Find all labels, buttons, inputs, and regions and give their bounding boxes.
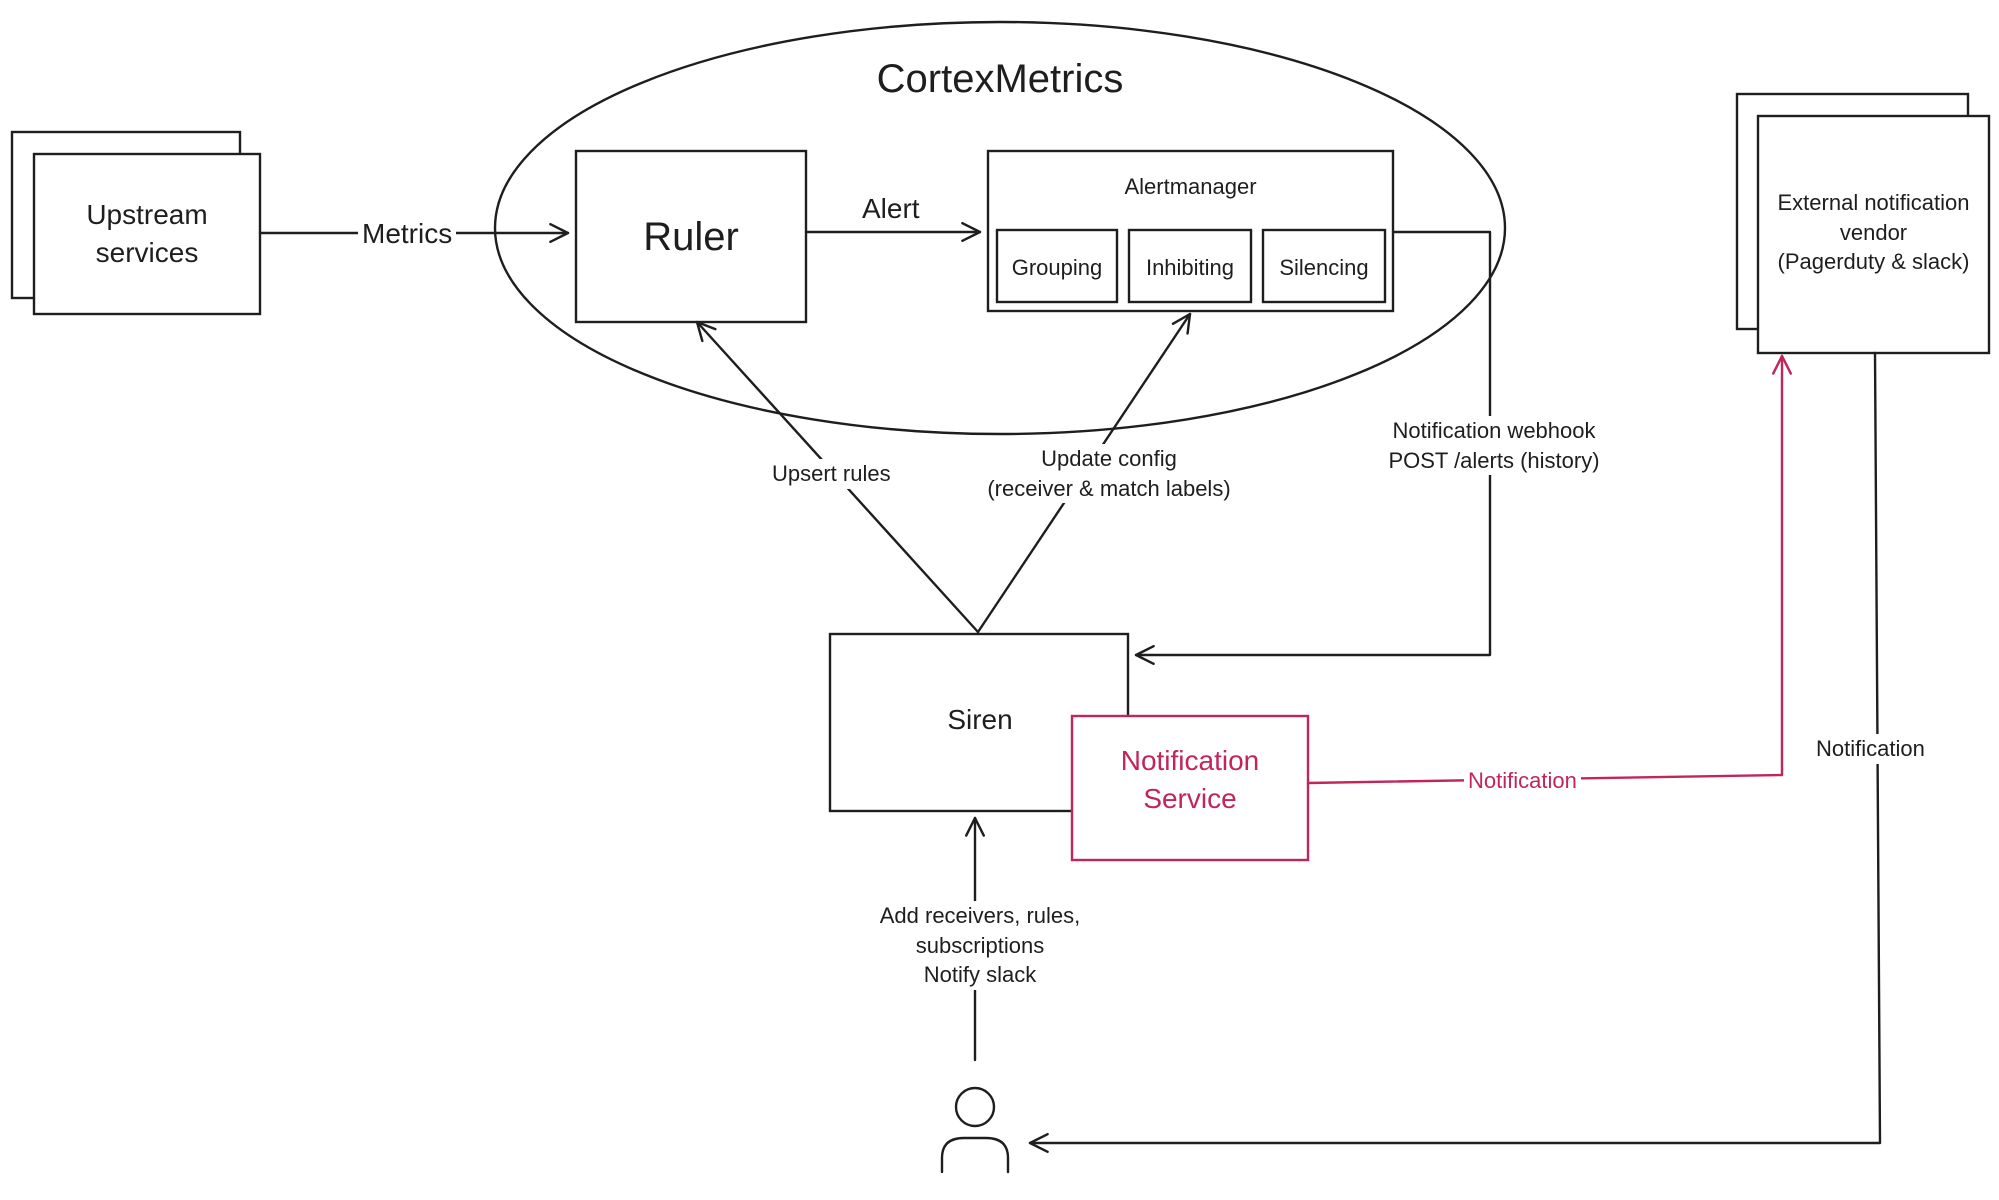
ruler-node[interactable] xyxy=(574,149,808,324)
silencing-box[interactable] xyxy=(1261,228,1387,304)
siren-label: Siren xyxy=(947,704,1013,735)
diagram-title: CortexMetrics xyxy=(876,57,1124,101)
grouping-box[interactable] xyxy=(995,228,1119,304)
alertmanager-label: Alertmanager xyxy=(1124,174,1257,199)
edge-notification-user-label: Notification xyxy=(1812,734,1929,764)
edge-notification-pink-label: Notification xyxy=(1464,766,1581,796)
edge-upsert-rules-label: Upsert rules xyxy=(768,459,895,489)
upstream-services-label: Upstream services xyxy=(86,199,208,268)
edge-user-actions-label: Add receivers, rules, subscriptions Noti… xyxy=(858,901,1102,991)
inhibiting-label: Inhibiting xyxy=(1145,255,1235,280)
cortexmetrics-boundary xyxy=(493,20,1507,436)
external-vendor-label: External notification vendor (Pagerduty … xyxy=(1777,190,1970,275)
edge-webhook-label: Notification webhook POST /alerts (histo… xyxy=(1368,416,1620,476)
external-vendor-node[interactable] xyxy=(1735,92,1991,355)
ruler-label: Ruler xyxy=(643,215,739,259)
notification-service-label: Notification Service xyxy=(1120,745,1260,814)
grouping-label: Grouping xyxy=(1011,255,1103,280)
user-icon[interactable] xyxy=(940,1086,1010,1174)
edge-alert-label: Alert xyxy=(858,190,924,228)
notification-service-node[interactable] xyxy=(1070,714,1310,862)
edge-update-config-label: Update config (receiver & match labels) xyxy=(950,444,1268,504)
upstream-services-node[interactable] xyxy=(10,130,262,316)
silencing-label: Silencing xyxy=(1279,255,1369,280)
inhibiting-box[interactable] xyxy=(1127,228,1253,304)
alertmanager-node[interactable] xyxy=(986,149,1395,313)
edge-vendor-to-user xyxy=(1028,351,1882,1154)
edge-metrics-label: Metrics xyxy=(358,215,457,253)
